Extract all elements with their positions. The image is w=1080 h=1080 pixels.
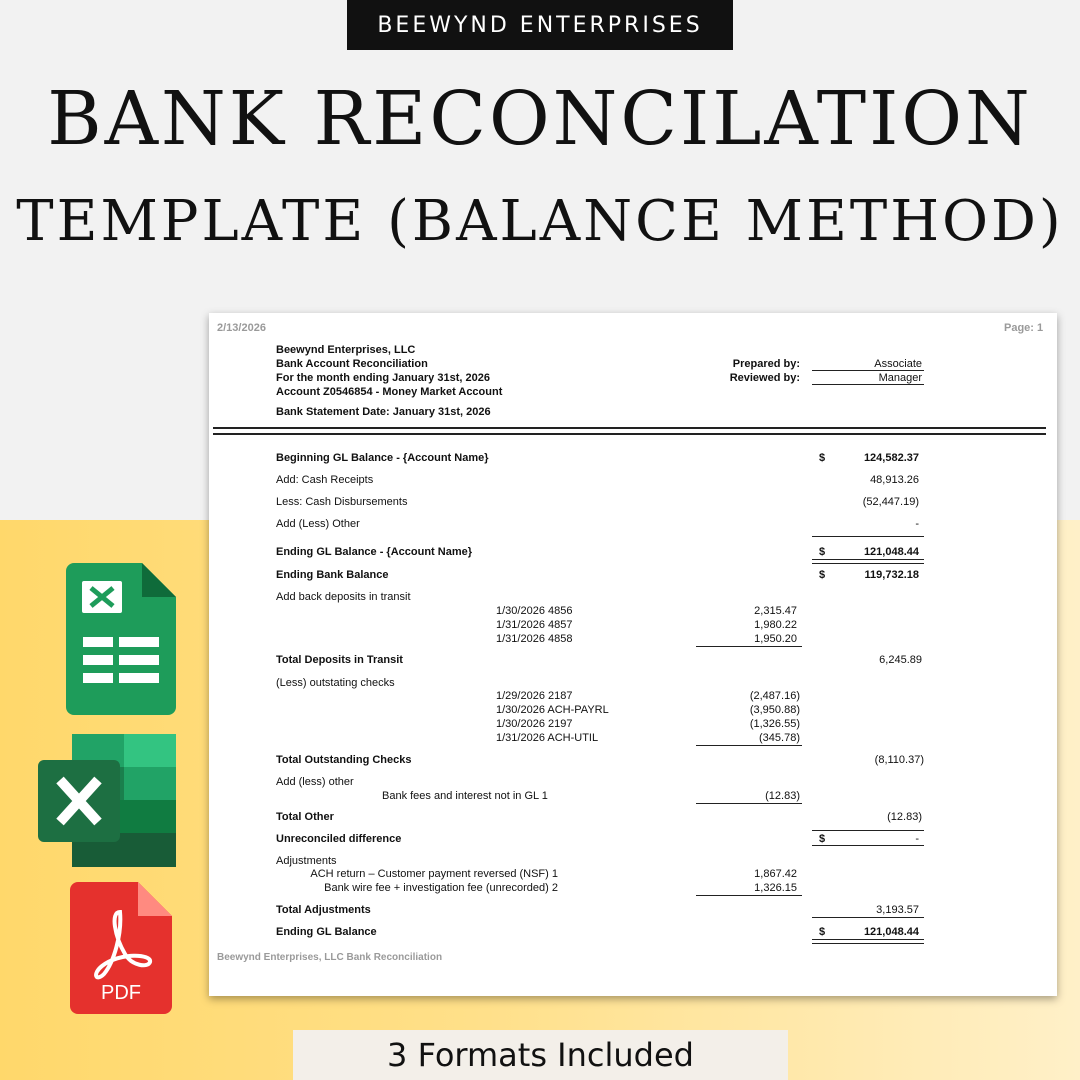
page-number: Page: 1 [1004, 322, 1044, 334]
brand-banner: BEEWYND ENTERPRISES [347, 0, 733, 50]
add-less-other-label: Add (less) other [276, 776, 354, 788]
statement-date: Bank Statement Date: January 31st, 2026 [276, 406, 491, 418]
final-gl-label: Ending GL Balance [276, 926, 377, 938]
title-line-2: TEMPLATE (BALANCE METHOD) [16, 189, 1064, 254]
check-amount: (3,950.88) [749, 704, 800, 716]
deposit-amount: 1,980.22 [754, 619, 797, 631]
adjustment-row: ACH return – Customer payment reversed (… [310, 868, 558, 880]
reviewed-by-line [812, 384, 924, 385]
check-amount: (1,326.55) [749, 718, 800, 730]
beginning-gl-label: Beginning GL Balance - {Account Name} [276, 452, 489, 464]
ending-gl-double-rule [812, 559, 924, 564]
pdf-icon-label: PDF [101, 982, 141, 1004]
currency-symbol: $ [819, 546, 826, 558]
currency-symbol: $ [819, 926, 826, 938]
deposit-row: 1/30/2026 4856 [496, 605, 573, 617]
cash-disbursements-value: (52,447.19) [862, 496, 919, 508]
unreconciled-label: Unreconciled difference [276, 833, 402, 845]
company-name: Beewynd Enterprises, LLC [276, 344, 416, 356]
deposit-amount: 2,315.47 [754, 605, 797, 617]
check-amount: (2,487.16) [749, 690, 800, 702]
report-title: Bank Account Reconciliation [276, 358, 428, 370]
header-rule-top [213, 427, 1046, 429]
other-value: - [915, 518, 919, 530]
subtotal-rule [812, 536, 924, 537]
adjustment-row: Bank wire fee + investigation fee (unrec… [324, 882, 558, 894]
prepared-by-label: Prepared by: [732, 358, 800, 370]
total-adjustments-label: Total Adjustments [276, 904, 371, 916]
check-row: 1/31/2026 ACH-UTIL [496, 732, 599, 744]
sheet-footer: Beewynd Enterprises, LLC Bank Reconcilia… [217, 952, 443, 963]
total-other-label: Total Other [276, 811, 334, 823]
check-amount: (345.78) [759, 732, 800, 744]
total-checks-label: Total Outstanding Checks [276, 754, 412, 766]
reconciliation-sheet: 2/13/2026 Page: 1 Beewynd Enterprises, L… [209, 313, 1057, 996]
total-adjustments-rule [812, 917, 924, 918]
cash-receipts-label: Add: Cash Receipts [276, 474, 374, 486]
adjustments-label: Adjustments [276, 855, 337, 867]
ending-gl-label: Ending GL Balance - {Account Name} [276, 546, 473, 558]
total-deposits-label: Total Deposits in Transit [276, 654, 403, 666]
total-other-value: (12.83) [887, 811, 922, 823]
deposits-rule [696, 646, 802, 647]
reviewed-by-value: Manager [878, 372, 922, 384]
ending-bank-label: Ending Bank Balance [276, 569, 389, 581]
print-date: 2/13/2026 [217, 322, 266, 334]
total-adjustments-value: 3,193.57 [876, 904, 919, 916]
unreconciled-rule-bottom [812, 845, 924, 846]
google-sheets-icon [66, 563, 176, 720]
adjustment-amount: 1,867.42 [754, 868, 797, 880]
account-number: Account Z0546854 - Money Market Account [276, 386, 503, 398]
deposit-amount: 1,950.20 [754, 633, 797, 645]
unreconciled-rule-top [812, 830, 924, 831]
check-row: 1/30/2026 ACH-PAYRL [496, 704, 609, 716]
title-line-1: BANK RECONCILATION [47, 76, 1033, 162]
currency-symbol: $ [819, 452, 826, 464]
final-gl-value: 121,048.44 [863, 926, 919, 938]
deposits-in-transit-label: Add back deposits in transit [276, 591, 411, 603]
ending-gl-value: 121,048.44 [863, 546, 919, 558]
cash-disbursements-label: Less: Cash Disbursements [276, 496, 408, 508]
other-label: Add (Less) Other [276, 518, 360, 530]
adjustments-rule [696, 895, 802, 896]
beginning-gl-value: 124,582.37 [863, 452, 919, 464]
outstanding-checks-label: (Less) outstating checks [276, 677, 395, 689]
total-deposits-value: 6,245.89 [879, 654, 922, 666]
checks-rule [696, 745, 802, 746]
pdf-icon: PDF [70, 882, 172, 1019]
total-checks-value: (8,110.37) [874, 754, 924, 766]
currency-symbol: $ [819, 569, 826, 581]
currency-symbol: $ [819, 833, 826, 845]
prepared-by-value: Associate [874, 358, 922, 370]
adjustment-amount: 1,326.15 [754, 882, 797, 894]
bank-fees-amount: (12.83) [765, 790, 800, 802]
report-period: For the month ending January 31st, 2026 [276, 372, 490, 384]
unreconciled-value: - [915, 833, 919, 845]
check-row: 1/30/2026 2197 [496, 718, 573, 730]
deposit-row: 1/31/2026 4857 [496, 619, 573, 631]
bank-fees-row: Bank fees and interest not in GL 1 [382, 790, 548, 802]
deposit-row: 1/31/2026 4858 [496, 633, 573, 645]
final-gl-double-rule [812, 939, 924, 944]
cash-receipts-value: 48,913.26 [870, 474, 919, 486]
prepared-by-line [812, 370, 924, 371]
excel-icon [38, 734, 176, 872]
header-rule-bottom [213, 433, 1046, 435]
check-row: 1/29/2026 2187 [496, 690, 573, 702]
formats-included-label: 3 Formats Included [293, 1030, 788, 1080]
other-rule [696, 803, 802, 804]
reviewed-by-label: Reviewed by: [729, 372, 800, 384]
ending-bank-value: 119,732.18 [864, 569, 919, 581]
